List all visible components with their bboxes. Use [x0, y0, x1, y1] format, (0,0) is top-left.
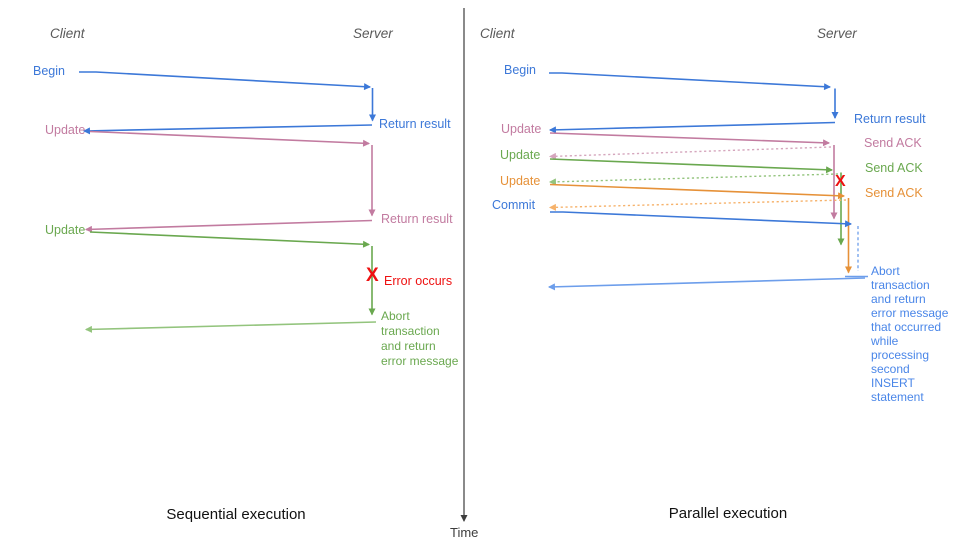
par-update-3-request-arrow: [549, 183, 846, 200]
par-abort-return-arrow: [547, 277, 866, 291]
par-commit-request-arrow: [550, 211, 853, 228]
par-send-ack-1-label: Send ACK: [864, 136, 922, 150]
seq-update-1-request-arrow: [89, 130, 371, 147]
seq-error-occurs-label: Error occurs: [384, 274, 453, 288]
time-axis-label: Time: [450, 525, 479, 540]
seq-return-result-2-arrow: [84, 219, 373, 233]
seq-update-2-label: Update: [45, 223, 86, 237]
par-send-ack-2-arrow: [548, 173, 839, 186]
seq-server-label: Server: [353, 26, 393, 41]
seq-return-result-1-arrow: [82, 124, 373, 135]
seq-return-result-1-label: Return result: [379, 117, 451, 131]
seq-title: Sequential execution: [166, 506, 306, 523]
par-error-x-icon: X: [835, 173, 846, 190]
par-return-result-label: Return result: [854, 112, 926, 126]
par-send-ack-3-label: Send ACK: [865, 186, 923, 200]
par-abort-note: Abort transaction and return error messa…: [871, 264, 949, 404]
seq-error-x-icon: X: [366, 265, 379, 286]
par-update-3-label: Update: [500, 174, 541, 188]
seq-client-label: Client: [50, 26, 85, 41]
seq-abort-return-arrow: [84, 321, 377, 333]
par-update-1-request-arrow: [549, 132, 831, 147]
par-send-ack-1-arrow: [548, 146, 832, 160]
par-commit-label: Commit: [492, 198, 536, 212]
par-update-2-request-arrow: [549, 158, 834, 174]
par-update-1-label: Update: [501, 122, 542, 136]
par-begin-label: Begin: [504, 63, 536, 77]
par-title: Parallel execution: [668, 505, 788, 522]
parallel-panel-lines: [547, 72, 868, 291]
par-update-2-label: Update: [500, 148, 541, 162]
seq-update-1-label: Update: [45, 123, 86, 137]
seq-abort-note: Abort transaction and return error messa…: [381, 309, 459, 368]
par-server-label: Server: [817, 26, 857, 41]
par-client-label: Client: [480, 26, 515, 41]
seq-begin-label: Begin: [33, 64, 65, 78]
seq-update-2-request-arrow: [89, 231, 371, 248]
sequential-panel-lines: [79, 71, 377, 333]
seq-begin-request-arrow: [79, 71, 372, 91]
seq-return-result-2-label: Return result: [381, 212, 453, 226]
par-send-ack-2-label: Send ACK: [865, 161, 923, 175]
par-begin-request-arrow: [549, 72, 832, 91]
par-send-ack-3-arrow: [548, 199, 847, 211]
par-return-result-arrow: [548, 121, 836, 134]
